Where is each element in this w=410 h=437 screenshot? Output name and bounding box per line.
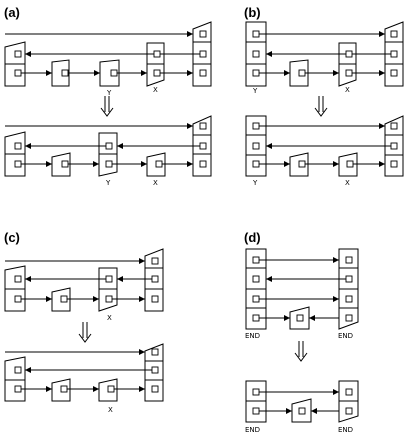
transition-arrow — [294, 341, 308, 362]
panel-a-before: Y X — [4, 21, 212, 97]
list-node — [51, 152, 71, 177]
end-label: END — [245, 426, 260, 434]
end-label: END — [245, 332, 260, 340]
panel-c-before: X — [4, 248, 164, 322]
node-label: Y — [252, 87, 258, 95]
end-label: END — [338, 426, 353, 434]
panel-b-before: Y X — [245, 21, 404, 95]
list-node — [51, 59, 70, 87]
node-label: X — [345, 179, 350, 187]
transition-arrow — [100, 96, 114, 117]
node-label: X — [108, 406, 113, 414]
panel-d-after: END END — [245, 380, 359, 434]
panel-b-label: (b) — [244, 5, 261, 20]
panel-d: END END END END — [245, 248, 359, 434]
node-label: Y — [106, 89, 112, 97]
end-label: END — [338, 332, 353, 340]
list-node — [99, 59, 120, 87]
transition-arrow — [78, 322, 92, 343]
panel-b: Y X — [245, 21, 404, 187]
panel-a-label: (a) — [4, 5, 20, 20]
panel-d-label: (d) — [244, 230, 261, 245]
panel-b-after: Y X — [245, 115, 404, 187]
node-label: X — [345, 86, 350, 94]
node-label: X — [153, 179, 158, 187]
node-label: Y — [105, 179, 111, 187]
node-label: Y — [252, 179, 258, 187]
node-label: X — [153, 86, 158, 94]
panel-a-after: Y X — [4, 115, 212, 187]
panel-d-before: END END — [245, 248, 359, 340]
node-label: X — [107, 314, 112, 322]
panel-a: Y X — [4, 21, 212, 187]
panel-c-label: (c) — [4, 230, 20, 245]
list-header-node — [4, 356, 26, 402]
transition-arrow — [314, 96, 328, 117]
panel-c: X X — [4, 248, 164, 414]
panel-c-after: X — [4, 343, 164, 414]
